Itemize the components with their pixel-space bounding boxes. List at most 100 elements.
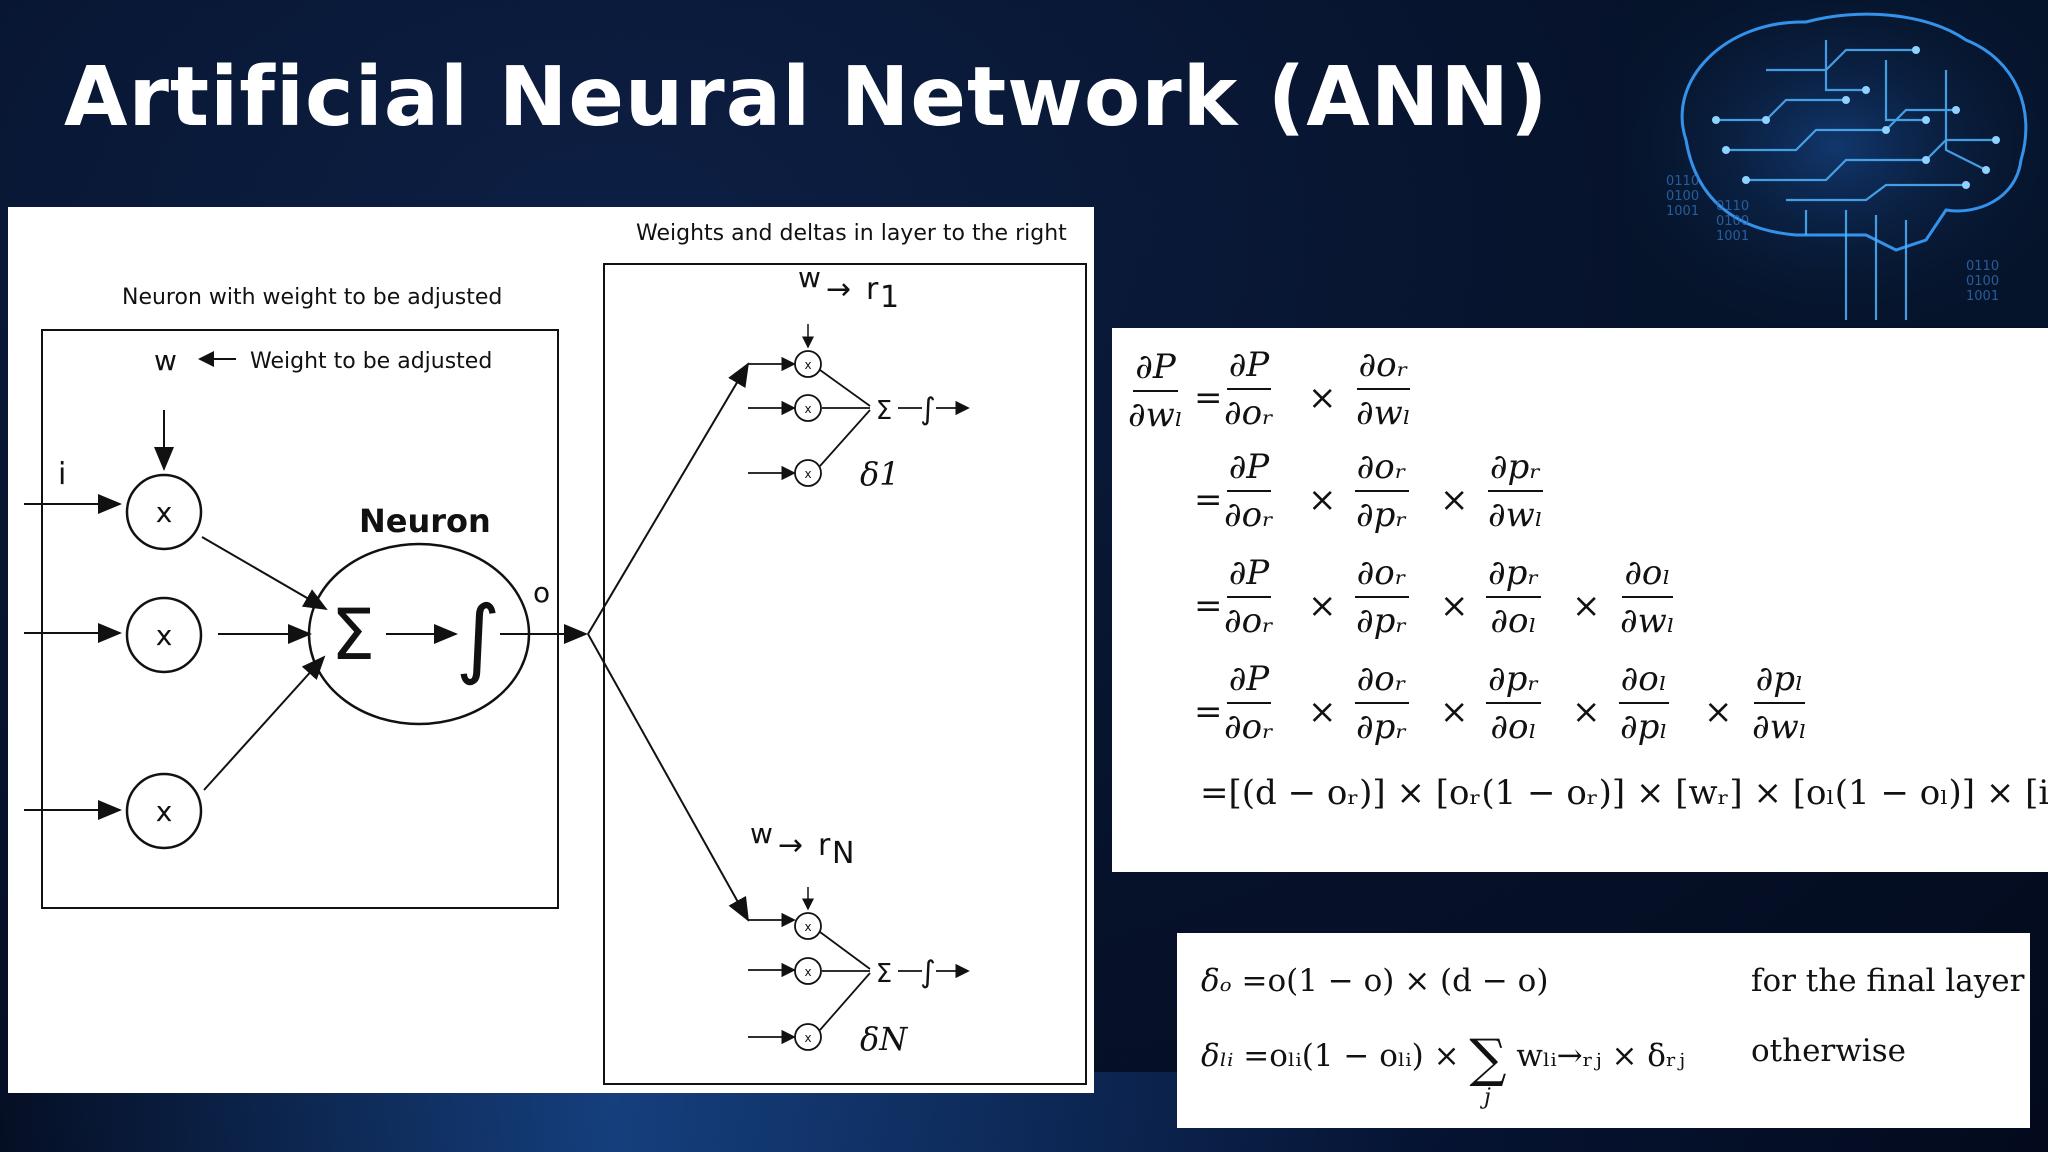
bottom-mult-node-3 xyxy=(794,1023,822,1051)
multiplier-symbol-1: x xyxy=(156,496,173,529)
equals-sign: = xyxy=(1194,586,1223,626)
neuron-diagram-panel: Neuron with weight to be adjusted w Weig… xyxy=(8,207,1094,1093)
partial-fraction: ∂oₗ∂pₗ xyxy=(1618,659,1669,747)
bottom-mult-node-1 xyxy=(794,912,822,940)
svg-text:r: r xyxy=(866,272,879,307)
multiplier-node-3 xyxy=(125,772,203,850)
bottom-activation-symbol: ∫ xyxy=(920,955,936,990)
multiplier-symbol-2: x xyxy=(156,619,173,652)
equals-sign: = xyxy=(1194,480,1223,520)
svg-text:0110: 0110 xyxy=(1966,259,1999,274)
multiplier-node-1 xyxy=(125,473,203,551)
equals-sign: = xyxy=(1194,378,1223,418)
chain-rule-final: =[(d − oᵣ)] × [oᵣ(1 − oᵣ)] × [wᵣ] × [oₗ(… xyxy=(1200,773,2048,813)
summation-index: j xyxy=(1484,1085,1491,1110)
bottom-link-1 xyxy=(819,931,871,970)
w-label: w xyxy=(154,344,177,377)
top-mult-symbol-3: x xyxy=(804,467,811,481)
bottom-weight-label: w → r N xyxy=(750,817,854,871)
weight-note: Weight to be adjusted xyxy=(250,349,492,374)
svg-text:w: w xyxy=(798,261,821,294)
top-sum-symbol: Σ xyxy=(876,396,892,426)
top-weight-label: w → r 1 xyxy=(798,261,899,315)
partial-fraction: ∂oᵣ∂wₗ xyxy=(1356,345,1411,433)
bottom-mult-symbol-1: x xyxy=(804,920,811,934)
partial-fraction: ∂P∂oᵣ xyxy=(1224,345,1274,433)
svg-text:1001: 1001 xyxy=(1666,204,1699,219)
svg-text:w: w xyxy=(750,817,773,850)
times-sign: × xyxy=(1440,692,1469,732)
svg-text:1001: 1001 xyxy=(1966,289,1999,304)
summation-symbol: ∑ xyxy=(1469,1029,1507,1089)
left-box xyxy=(41,329,559,909)
partial-fraction: ∂pₗ∂wₗ xyxy=(1752,659,1807,747)
delta-output-note: for the final layer xyxy=(1751,963,2025,999)
bottom-mult-symbol-2: x xyxy=(804,965,811,979)
partial-fraction: ∂pᵣ∂wₗ xyxy=(1487,447,1544,535)
left-box-caption: Neuron with weight to be adjusted xyxy=(122,285,502,310)
top-mult-symbol-2: x xyxy=(804,402,811,416)
neuron-diagram: Neuron with weight to be adjusted w Weig… xyxy=(24,221,1087,1085)
svg-text:→: → xyxy=(778,828,803,863)
delta-hidden-formula: δₗᵢ =oₗᵢ(1 − oₗᵢ) × ∑ wₗᵢ→ᵣⱼ × δᵣⱼ xyxy=(1201,1029,1685,1089)
times-sign: × xyxy=(1308,378,1337,418)
top-link-3 xyxy=(819,409,871,467)
top-mult-node-1 xyxy=(794,350,822,378)
svg-text:N: N xyxy=(832,836,854,871)
svg-text:0100: 0100 xyxy=(1716,214,1749,229)
svg-text:→: → xyxy=(826,272,851,307)
activation-symbol: ∫ xyxy=(456,588,501,688)
times-sign: × xyxy=(1704,692,1733,732)
partial-fraction: ∂oₗ∂wₗ xyxy=(1620,553,1675,641)
svg-text:r: r xyxy=(818,828,831,863)
fanout-arrow-bottom xyxy=(587,633,749,922)
times-sign: × xyxy=(1308,692,1337,732)
svg-text:0100: 0100 xyxy=(1966,274,1999,289)
right-box xyxy=(603,263,1087,1085)
lhs-fraction: ∂P ∂wₗ xyxy=(1128,347,1183,435)
sum-symbol: Σ xyxy=(331,594,375,676)
times-sign: × xyxy=(1572,692,1601,732)
partial-fraction: ∂pᵣ∂oₗ xyxy=(1486,553,1542,641)
product-arrow-3 xyxy=(203,655,326,791)
multiplier-node-2 xyxy=(125,596,203,674)
right-box-caption: Weights and deltas in layer to the right xyxy=(636,221,1067,246)
bottom-mult-node-2 xyxy=(794,957,822,985)
fanout-arrow-top xyxy=(587,362,750,635)
multiplier-symbol-3: x xyxy=(156,795,173,828)
top-activation-symbol: ∫ xyxy=(920,392,936,427)
svg-text:0100: 0100 xyxy=(1666,189,1699,204)
partial-fraction: ∂P∂oᵣ xyxy=(1224,659,1274,747)
top-mult-node-3 xyxy=(794,459,822,487)
top-mult-symbol-1: x xyxy=(804,358,811,372)
partial-fraction: ∂P∂oᵣ xyxy=(1224,447,1274,535)
times-sign: × xyxy=(1440,586,1469,626)
partial-fraction: ∂P∂oᵣ xyxy=(1224,553,1274,641)
svg-text:1: 1 xyxy=(880,280,899,315)
svg-text:0110: 0110 xyxy=(1716,199,1749,214)
slide-title: Artificial Neural Network (ANN) xyxy=(64,50,1549,145)
bottom-sum-symbol: Σ xyxy=(876,959,892,989)
partial-fraction: ∂oᵣ∂pᵣ xyxy=(1354,553,1409,641)
delta-output-formula: δₒ =o(1 − o) × (d − o) xyxy=(1201,963,1549,999)
times-sign: × xyxy=(1308,586,1337,626)
top-mult-node-2 xyxy=(794,394,822,422)
times-sign: × xyxy=(1440,480,1469,520)
times-sign: × xyxy=(1572,586,1601,626)
equals-sign: = xyxy=(1194,692,1223,732)
output-label: o xyxy=(533,576,550,609)
chain-rule-panel: ∂P ∂wₗ =∂P∂oᵣ×∂oᵣ∂wₗ=∂P∂oᵣ×∂oᵣ∂pᵣ×∂pᵣ∂wₗ… xyxy=(1112,328,2048,872)
delta-panel: δₒ =o(1 − o) × (d − o) for the final lay… xyxy=(1177,933,2030,1128)
svg-text:1001: 1001 xyxy=(1716,229,1749,244)
partial-fraction: ∂pᵣ∂oₗ xyxy=(1486,659,1542,747)
bottom-link-3 xyxy=(819,972,871,1031)
times-sign: × xyxy=(1308,480,1337,520)
delta-bottom-label: δN xyxy=(860,1020,908,1058)
delta-hidden-note: otherwise xyxy=(1751,1033,1906,1069)
neuron-label: Neuron xyxy=(359,502,491,540)
bottom-mult-symbol-3: x xyxy=(804,1031,811,1045)
partial-fraction: ∂oᵣ∂pᵣ xyxy=(1354,659,1409,747)
input-label: i xyxy=(58,457,66,492)
